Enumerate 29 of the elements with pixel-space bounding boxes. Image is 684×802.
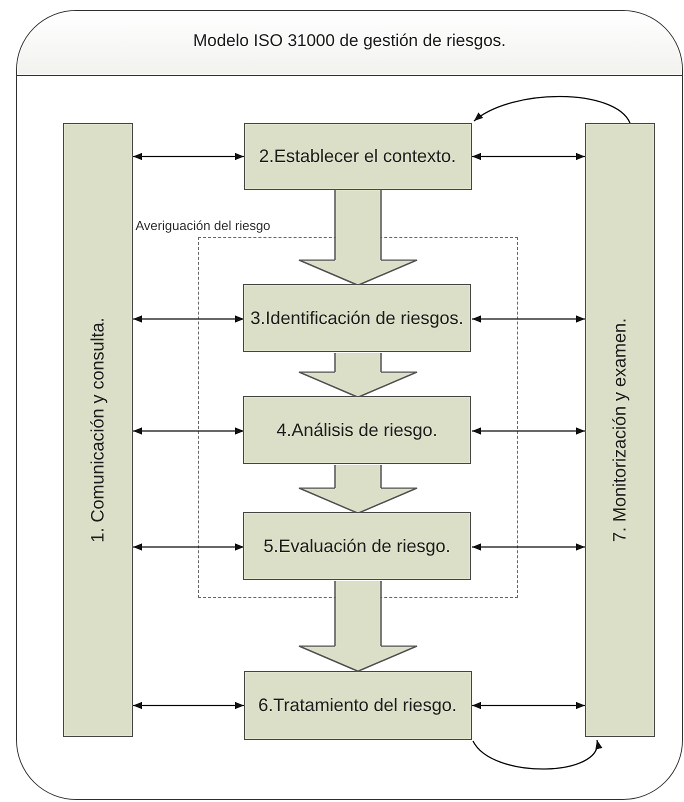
curved-arrow bbox=[472, 739, 600, 770]
box-label: 6.Tratamiento del riesgo. bbox=[257, 694, 458, 716]
process-bar bbox=[62, 122, 132, 736]
box-label: 2.Establecer el contexto. bbox=[258, 144, 458, 168]
frame-heading: Modelo ISO 31000 de gestión de riesgos. bbox=[192, 31, 507, 51]
double-arrow bbox=[472, 426, 584, 434]
double-arrow bbox=[132, 701, 244, 709]
curved-arrow bbox=[473, 95, 630, 123]
double-arrow bbox=[132, 152, 244, 160]
double-arrow bbox=[132, 542, 244, 550]
double-arrow bbox=[132, 314, 244, 322]
double-arrow bbox=[472, 542, 584, 550]
group-label: Averiguación del riesgo bbox=[136, 218, 270, 232]
bar-label: 1. Comunicación y consulta. bbox=[87, 316, 108, 542]
process-box bbox=[244, 670, 472, 740]
process-box bbox=[243, 396, 471, 464]
double-arrow bbox=[132, 426, 244, 434]
box-label: 3.Identificación de riesgos. bbox=[249, 306, 465, 330]
box-label: 4.Análisis de riesgo. bbox=[275, 418, 439, 442]
diagram-frame bbox=[16, 10, 683, 800]
box-label: 5.Evaluación de riesgo. bbox=[262, 534, 452, 558]
process-box bbox=[244, 122, 472, 190]
process-box bbox=[243, 284, 471, 352]
double-arrow bbox=[472, 314, 584, 322]
double-arrow bbox=[472, 152, 584, 160]
double-arrow bbox=[472, 701, 584, 709]
process-box bbox=[243, 512, 471, 580]
process-bar bbox=[584, 122, 654, 736]
bar-label: 7. Monitorización y examen. bbox=[609, 317, 630, 542]
